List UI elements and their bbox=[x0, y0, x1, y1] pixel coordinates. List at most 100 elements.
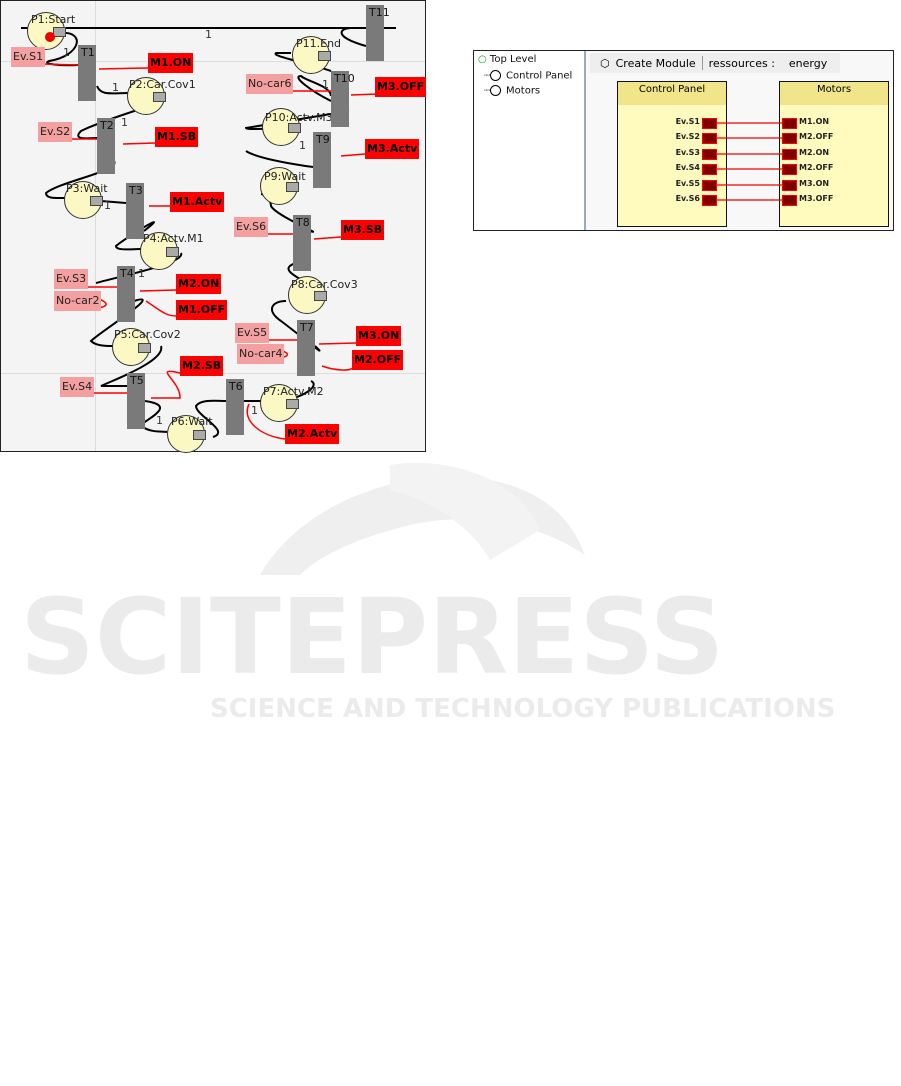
input-event[interactable]: No-car4 bbox=[237, 344, 285, 364]
transition-t1[interactable] bbox=[78, 45, 96, 101]
port-label: M2.OFF bbox=[799, 163, 834, 172]
tree-item-motors[interactable]: ┈Motors bbox=[484, 85, 541, 97]
port-label: M3.ON bbox=[799, 179, 830, 188]
toolbar: ⬡ Create Module ressources : energy bbox=[590, 53, 840, 73]
place-label: P9:Wait bbox=[264, 170, 306, 183]
arc-weight: 1 bbox=[299, 139, 306, 152]
input-port[interactable] bbox=[782, 164, 797, 175]
output-action[interactable]: M2.ON bbox=[176, 274, 222, 294]
input-port[interactable] bbox=[782, 133, 797, 144]
tree-label: Control Panel bbox=[506, 70, 573, 82]
transition-t8[interactable] bbox=[293, 215, 311, 271]
input-event[interactable]: Ev.S4 bbox=[60, 377, 95, 397]
output-action[interactable]: M3.ON bbox=[356, 326, 402, 346]
input-event[interactable]: Ev.S1 bbox=[11, 47, 46, 67]
place-p8[interactable] bbox=[288, 276, 327, 314]
place-p1[interactable] bbox=[27, 12, 66, 50]
input-port[interactable] bbox=[782, 118, 797, 129]
place-label: P10:Actv.M3 bbox=[265, 111, 333, 124]
transition-t9[interactable] bbox=[313, 132, 331, 188]
input-event[interactable]: No-car6 bbox=[246, 74, 294, 94]
transition-t5[interactable] bbox=[127, 373, 145, 429]
output-action[interactable]: M3.Actv bbox=[365, 139, 420, 159]
place-p5[interactable] bbox=[112, 328, 151, 366]
output-action[interactable]: M3.SB bbox=[341, 220, 385, 240]
petri-net-canvas[interactable]: P1:Start P2:Car.Cov1 P3:Wait P4:Actv.M1 … bbox=[0, 0, 427, 453]
place-label: P1:Start bbox=[31, 13, 76, 26]
place-p6[interactable] bbox=[167, 415, 206, 453]
transition-t7[interactable] bbox=[297, 320, 315, 376]
place-p3[interactable] bbox=[64, 181, 103, 219]
transition-t11[interactable] bbox=[366, 5, 384, 61]
place-label: P7:Actv.M2 bbox=[263, 385, 324, 398]
port-label: Ev.S2 bbox=[675, 132, 700, 141]
place-p9[interactable] bbox=[260, 167, 299, 205]
output-port[interactable] bbox=[702, 133, 717, 144]
place-label: P3:Wait bbox=[66, 182, 108, 195]
output-action[interactable]: M3.OFF bbox=[375, 77, 427, 97]
transition-label: T1 bbox=[81, 46, 95, 59]
transition-t10[interactable] bbox=[331, 71, 349, 127]
place-label: P6:Wait bbox=[171, 415, 213, 428]
place-p10[interactable] bbox=[262, 108, 301, 146]
create-module-button[interactable]: Create Module bbox=[615, 56, 696, 70]
place-label: P5:Car.Cov2 bbox=[114, 328, 181, 341]
place-label: P4:Actv.M1 bbox=[143, 232, 204, 245]
transition-label: T4 bbox=[120, 267, 134, 280]
tree-item-top-level[interactable]: ○ Top Level bbox=[478, 54, 536, 65]
output-action[interactable]: M2.SB bbox=[180, 356, 224, 376]
output-action[interactable]: M1.SB bbox=[155, 127, 199, 147]
place-p11[interactable] bbox=[292, 36, 331, 74]
input-port[interactable] bbox=[782, 195, 797, 206]
circle-icon bbox=[490, 70, 502, 81]
transition-t6[interactable] bbox=[226, 379, 244, 435]
transition-label: T3 bbox=[129, 184, 143, 197]
input-event[interactable]: Ev.S3 bbox=[54, 269, 89, 289]
transition-t3[interactable] bbox=[126, 183, 144, 239]
output-action[interactable]: M2.Actv bbox=[285, 424, 340, 444]
port-label: M2.OFF bbox=[799, 132, 834, 141]
output-action[interactable]: M1.Actv bbox=[170, 192, 225, 212]
place-label: P8:Car.Cov3 bbox=[291, 278, 358, 291]
output-port[interactable] bbox=[702, 149, 717, 160]
tree-label: Top Level bbox=[489, 54, 537, 65]
module-tree: ○ Top Level ┈Control Panel ┈Motors bbox=[474, 51, 586, 230]
input-event[interactable]: Ev.S5 bbox=[235, 323, 270, 343]
output-port[interactable] bbox=[702, 195, 717, 206]
watermark-title: SCITEPRESS bbox=[20, 576, 725, 698]
watermark-logo bbox=[260, 462, 585, 575]
input-event[interactable]: Ev.S2 bbox=[38, 122, 73, 142]
transition-label: T8 bbox=[296, 216, 310, 229]
place-p4[interactable] bbox=[140, 232, 179, 270]
output-action[interactable]: M1.OFF bbox=[176, 300, 228, 320]
transition-t4[interactable] bbox=[117, 266, 135, 322]
input-port[interactable] bbox=[782, 180, 797, 191]
input-event[interactable]: No-car2 bbox=[54, 291, 102, 311]
resources-value[interactable]: energy bbox=[788, 56, 828, 70]
module-editor: ○ Top Level ┈Control Panel ┈Motors ⬡ Cre… bbox=[473, 50, 894, 231]
arcs bbox=[21, 27, 396, 440]
transition-label: T9 bbox=[316, 133, 330, 146]
input-event[interactable]: Ev.S6 bbox=[234, 217, 269, 237]
input-port[interactable] bbox=[782, 149, 797, 160]
watermark-subtitle: SCIENCE AND TECHNOLOGY PUBLICATIONS bbox=[210, 694, 836, 724]
output-port[interactable] bbox=[702, 118, 717, 129]
arc-weight: 1 bbox=[156, 414, 163, 427]
cube-icon: ⬡ bbox=[600, 56, 610, 70]
module-motors[interactable]: Motors bbox=[779, 81, 889, 227]
output-port[interactable] bbox=[702, 164, 717, 175]
output-action[interactable]: M2.OFF bbox=[352, 350, 404, 370]
tree-item-control-panel[interactable]: ┈Control Panel bbox=[484, 70, 573, 82]
output-port[interactable] bbox=[702, 180, 717, 191]
arc-weight: 1 bbox=[112, 81, 119, 94]
transition-t2[interactable] bbox=[97, 118, 115, 174]
arc-weight: 1 bbox=[104, 199, 111, 212]
place-p2[interactable] bbox=[127, 77, 166, 115]
output-action[interactable]: M1.ON bbox=[148, 53, 194, 73]
port-label: Ev.S5 bbox=[675, 179, 700, 188]
arc-weight: 1 bbox=[205, 28, 212, 41]
place-label: P2:Car.Cov1 bbox=[129, 78, 196, 91]
port-label: M1.ON bbox=[799, 117, 830, 126]
tree-label: Motors bbox=[506, 85, 541, 97]
place-p7[interactable] bbox=[260, 384, 299, 422]
